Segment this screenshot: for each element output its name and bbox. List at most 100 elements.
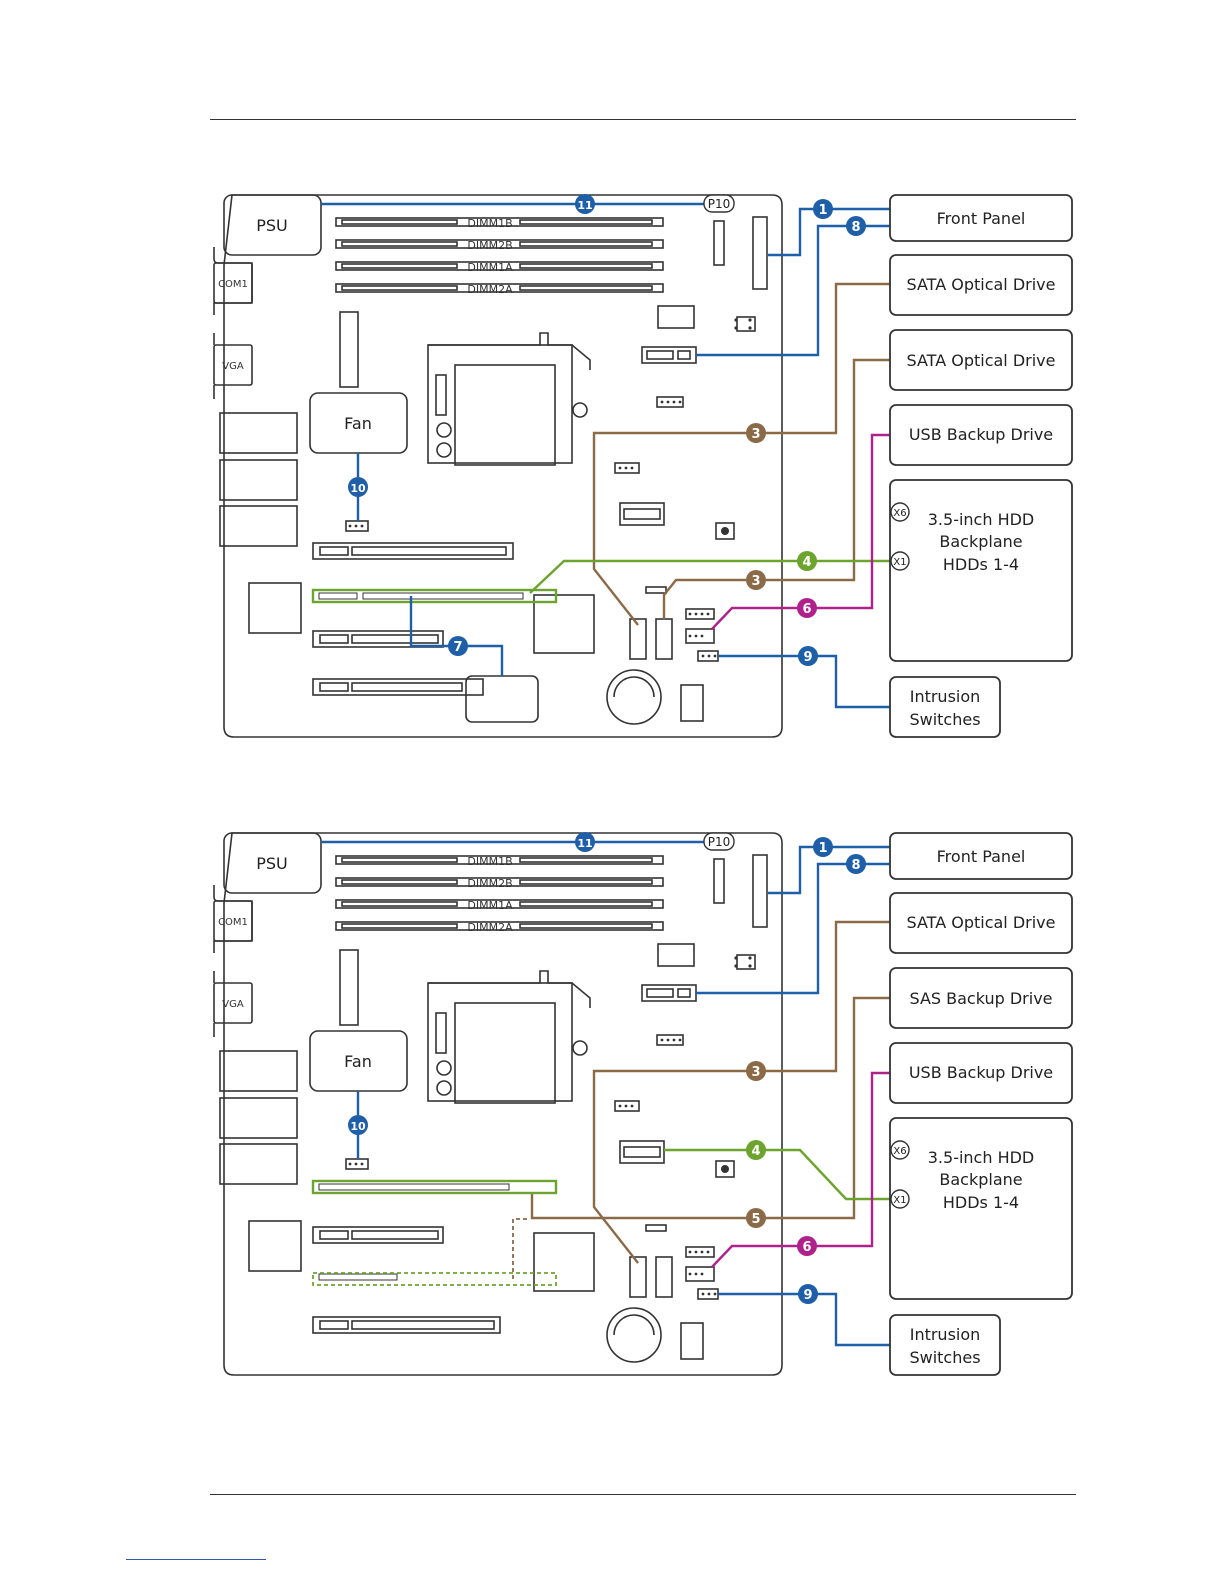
vga-label: VGA bbox=[222, 361, 244, 372]
cabling-diagram-2: DIMM1B DIMM2B DIMM1A DIMM2A COM1 VGA PSU… bbox=[213, 832, 1073, 1376]
aux-power-connector bbox=[657, 305, 695, 329]
sas-connector bbox=[641, 346, 697, 364]
p10-header bbox=[713, 220, 725, 266]
cmos-battery bbox=[606, 669, 662, 725]
device-box-2 bbox=[889, 892, 1073, 954]
usb-header-internal bbox=[619, 502, 665, 526]
callout-1: 1 bbox=[818, 203, 827, 218]
callout-1: 1 bbox=[818, 841, 827, 856]
p10-label: P10 bbox=[708, 835, 731, 849]
callout-10: 10 bbox=[350, 482, 366, 495]
callout-11: 11 bbox=[577, 199, 592, 212]
usb-stack-1 bbox=[219, 1050, 298, 1092]
cable-4 bbox=[529, 559, 890, 594]
motherboard-outline bbox=[223, 832, 783, 1376]
hdd-label-line1: 3.5-inch HDD bbox=[928, 510, 1035, 529]
callout-3: 3 bbox=[751, 1065, 760, 1080]
dimm-label: DIMM2A bbox=[467, 921, 513, 934]
x6-label: X6 bbox=[893, 1146, 906, 1157]
p10-label: P10 bbox=[708, 197, 731, 211]
intrusion-box bbox=[889, 676, 1001, 738]
hdd-label-line3: HDDs 1-4 bbox=[943, 1193, 1019, 1212]
sata-port-1 bbox=[655, 1256, 673, 1298]
front-panel-label: Front Panel bbox=[937, 847, 1026, 866]
callout-8: 8 bbox=[851, 858, 860, 873]
usb-backup-header bbox=[685, 628, 715, 644]
callout-6: 6 bbox=[802, 602, 811, 617]
dimm-label: DIMM2A bbox=[467, 283, 513, 296]
cmos-battery bbox=[606, 1307, 662, 1363]
fan-label: Fan bbox=[344, 1052, 372, 1071]
cable-9 bbox=[718, 1292, 890, 1347]
cable-4-dashed-slot bbox=[312, 1272, 557, 1286]
dimm-label: DIMM2B bbox=[467, 239, 512, 252]
intrusion-box bbox=[889, 1314, 1001, 1376]
pcie-slot-3 bbox=[312, 630, 444, 648]
usb-backup-label: USB Backup Drive bbox=[909, 425, 1053, 444]
callout-9: 9 bbox=[803, 1288, 812, 1303]
cable-5-slot-highlight bbox=[311, 1179, 558, 1195]
vga-port bbox=[213, 982, 253, 1024]
usb-backup-label: USB Backup Drive bbox=[909, 1063, 1053, 1082]
aux-power-connector bbox=[657, 943, 695, 967]
cable-8 bbox=[696, 862, 890, 995]
com1-label: COM1 bbox=[218, 279, 248, 290]
psu-block bbox=[223, 832, 322, 894]
cpu-socket bbox=[427, 332, 591, 466]
com1-port bbox=[213, 262, 253, 304]
pch-chip bbox=[533, 594, 595, 654]
usb-stack-2 bbox=[219, 459, 298, 501]
pch-chip bbox=[533, 1232, 595, 1292]
callout-9: 9 bbox=[803, 650, 812, 665]
callout-10: 10 bbox=[350, 1120, 366, 1133]
intrusion-label-line1: Intrusion bbox=[910, 1325, 981, 1344]
usb-backup-box bbox=[889, 404, 1073, 466]
header-rule bbox=[210, 119, 1076, 120]
dimm-label: DIMM1A bbox=[467, 899, 513, 912]
usb-stack-1 bbox=[219, 412, 298, 454]
vga-label: VGA bbox=[222, 999, 244, 1010]
cable-3 bbox=[592, 920, 890, 1264]
cable-8 bbox=[696, 224, 890, 357]
callout-4: 4 bbox=[751, 1144, 760, 1159]
bmc-chip bbox=[248, 582, 302, 634]
p10-header bbox=[713, 858, 725, 904]
dimm-label: DIMM1B bbox=[467, 217, 512, 230]
cabling-diagram-1: DIMM1B DIMM2B DIMM1A DIMM2A COM1 VGA PSU… bbox=[213, 194, 1073, 738]
sata-port-1 bbox=[655, 618, 673, 660]
callout-7: 7 bbox=[453, 640, 462, 655]
callout-11: 11 bbox=[577, 837, 592, 850]
usb-header-internal bbox=[619, 1140, 665, 1164]
hdd-label-line1: 3.5-inch HDD bbox=[928, 1148, 1035, 1167]
cable-1 bbox=[768, 845, 890, 895]
callout-3: 3 bbox=[751, 574, 760, 589]
intrusion-label-line1: Intrusion bbox=[910, 687, 981, 706]
device-box-2-label: SATA Optical Drive bbox=[907, 913, 1056, 932]
cable-6 bbox=[711, 1071, 890, 1268]
callout-3: 3 bbox=[751, 427, 760, 442]
front-panel-box bbox=[889, 832, 1073, 880]
atx-power-connector bbox=[339, 311, 359, 388]
intrusion-label-line2: Switches bbox=[909, 1348, 980, 1367]
sata-port-0 bbox=[629, 1256, 647, 1298]
cable-6 bbox=[711, 433, 890, 630]
com1-label: COM1 bbox=[218, 917, 248, 928]
psu-label: PSU bbox=[256, 216, 288, 235]
nic-port bbox=[219, 1143, 298, 1185]
nic-port bbox=[219, 505, 298, 547]
hdd-label-line2: Backplane bbox=[939, 532, 1022, 551]
cable-4-slot-highlight bbox=[311, 588, 558, 604]
dimm-slots bbox=[335, 217, 664, 293]
dimm-label: DIMM2B bbox=[467, 877, 512, 890]
cable-1 bbox=[768, 207, 890, 257]
cable-4 bbox=[664, 1148, 890, 1201]
psu-label: PSU bbox=[256, 854, 288, 873]
pcie-slot-4 bbox=[312, 1316, 501, 1334]
vga-port bbox=[213, 344, 253, 386]
device-box-3-label: SATA Optical Drive bbox=[907, 351, 1056, 370]
raid-key-block bbox=[465, 675, 539, 723]
dimm-label: DIMM1A bbox=[467, 261, 513, 274]
usb-backup-box bbox=[889, 1042, 1073, 1104]
atx-power-connector bbox=[339, 949, 359, 1026]
hdd-label-line3: HDDs 1-4 bbox=[943, 555, 1019, 574]
